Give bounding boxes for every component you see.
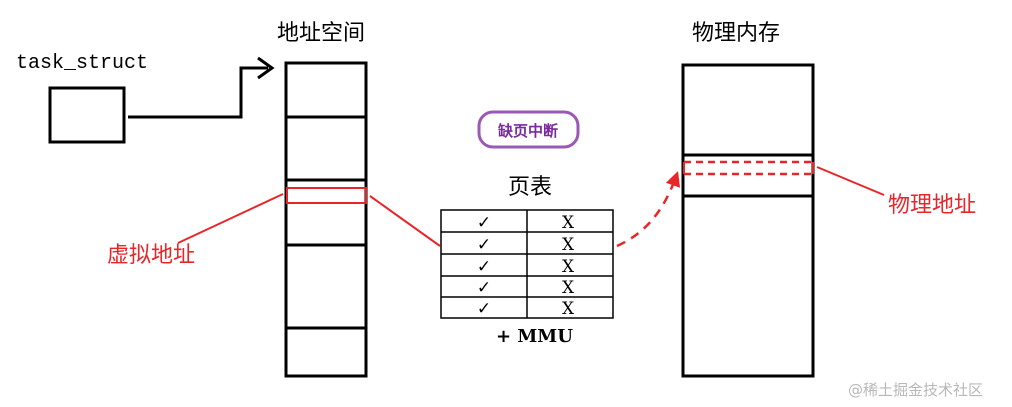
page-table-valid-mark: ✓ [477,235,491,255]
page-table-invalid-mark: X [562,213,575,233]
page-table-invalid-mark: X [562,235,575,255]
physical-memory-title: 物理内存 [692,21,780,46]
virtual-address-label: 虚拟地址 [107,243,195,268]
page-table-cells: ✓ X ✓ X ✓ X ✓ X ✓ X [477,213,575,319]
page-table-grid [440,209,614,319]
physical-address-pointer-line [816,166,885,196]
pointer-arrowhead [257,56,275,80]
page-table-invalid-mark: X [562,299,575,319]
virtual-address-pointer-line [177,193,284,244]
page-table-valid-mark: ✓ [477,299,491,319]
page-table-valid-mark: ✓ [477,278,491,298]
task-struct-box [48,86,126,144]
virtual-address-highlight [286,187,367,204]
virtual-to-page-table-line [369,195,441,247]
physical-address-label: 物理地址 [888,193,976,218]
page-table-invalid-mark: X [562,278,575,298]
watermark: @稀土掘金技术社区 [848,381,983,399]
page-table-valid-mark: ✓ [477,213,491,233]
physical-memory-column [681,63,815,378]
page-table-to-physical-arrow [616,171,681,248]
address-space-column [284,61,368,378]
page-table-title: 页表 [508,175,552,200]
page-table-valid-mark: ✓ [477,257,491,277]
page-table-invalid-mark: X [562,257,575,277]
address-space-title: 地址空间 [277,21,365,46]
page-fault-badge [477,110,580,149]
physical-address-highlight [683,160,814,176]
page-fault-label: 缺页中断 [497,122,558,140]
page-table-footer: + MMU [496,326,573,347]
task-struct-pointer-arrow [128,66,268,119]
task-struct-label: task_struct [16,52,148,75]
